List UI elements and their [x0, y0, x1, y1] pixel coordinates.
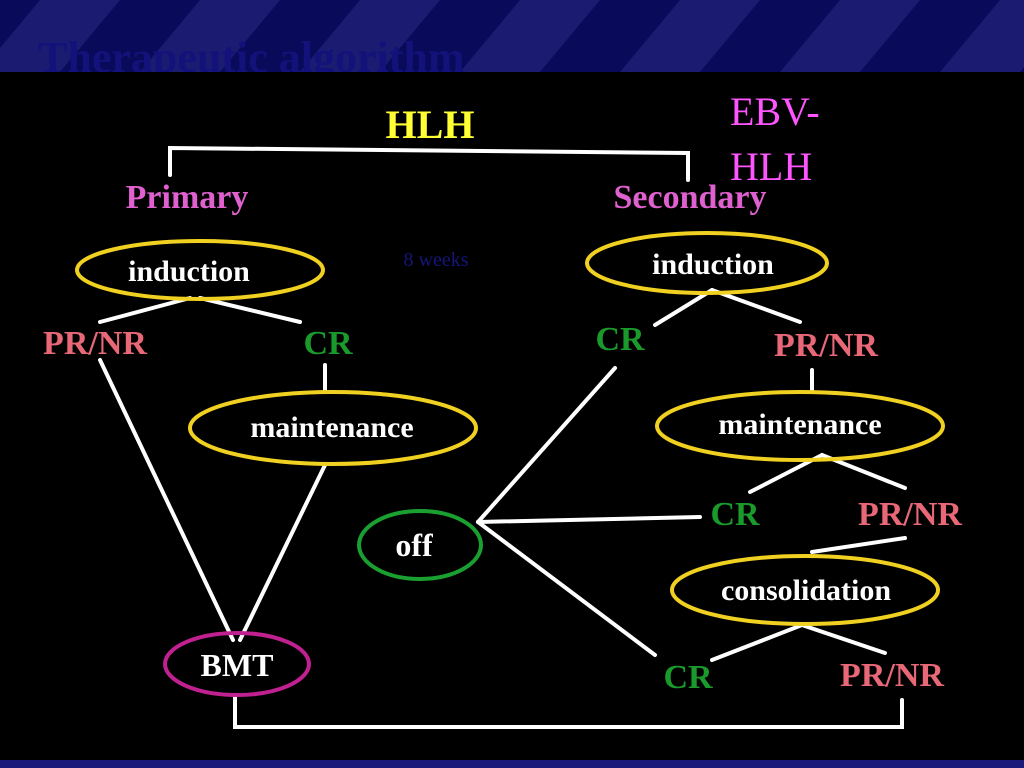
primary-induction-label: induction [128, 255, 250, 288]
secondary-cr-label: CR [595, 321, 645, 358]
off-ellipse [357, 509, 483, 581]
prim-ind-to-prnr [98, 296, 192, 324]
sec-prnr-to-consol [810, 536, 907, 554]
bmt-to-consol-prnr [233, 693, 904, 729]
root-label: HLH [386, 102, 475, 147]
connector-lines [98, 145, 907, 729]
ebv-label-line1: EBV- [730, 89, 820, 134]
primary-prnr-label: PR/NR [43, 325, 147, 362]
consol-cr-to-off [476, 520, 657, 657]
off-label: off [395, 527, 433, 563]
sec-ind-to-prnr [710, 288, 802, 324]
maint-cr-to-off [476, 515, 702, 524]
primary-maintenance-ellipse [188, 390, 478, 466]
consolidation-ellipse [670, 554, 940, 626]
primary-induction-ellipse [75, 239, 325, 301]
prim-maint-to-bmt [238, 463, 327, 642]
diagram-panel [0, 72, 1024, 760]
consol-to-cr [710, 623, 804, 662]
secondary-prnr-label: PR/NR [774, 327, 878, 364]
secondary-induction-label: induction [652, 248, 774, 281]
ebv-label-line2: HLH [730, 144, 812, 189]
sec-ind-to-cr [653, 288, 714, 327]
eight-weeks-note: 8 weeks [404, 249, 469, 271]
prim-prnr-to-bmt [98, 358, 235, 642]
consolidation-prnr-label: PR/NR [840, 657, 944, 694]
cr-to-off [476, 366, 617, 524]
prim-ind-to-cr [198, 296, 302, 324]
secondary-maintenance-ellipse [655, 390, 945, 462]
maintenance-prnr-label: PR/NR [858, 496, 962, 533]
bmt-label: BMT [201, 647, 274, 683]
primary-cr-label: CR [303, 325, 353, 362]
consolidation-cr-label: CR [663, 659, 713, 696]
primary-maintenance-label: maintenance [250, 411, 413, 444]
secondary-label: Secondary [614, 179, 767, 216]
bmt-ellipse [163, 631, 311, 697]
root-bracket [168, 145, 690, 182]
consol-to-prnr [800, 623, 887, 655]
maintenance-cr-label: CR [710, 496, 760, 533]
bottom-bar [0, 760, 1024, 768]
consolidation-label: consolidation [721, 574, 891, 607]
primary-label: Primary [126, 179, 249, 216]
secondary-maintenance-label: maintenance [718, 408, 881, 441]
secondary-induction-ellipse [585, 231, 829, 295]
